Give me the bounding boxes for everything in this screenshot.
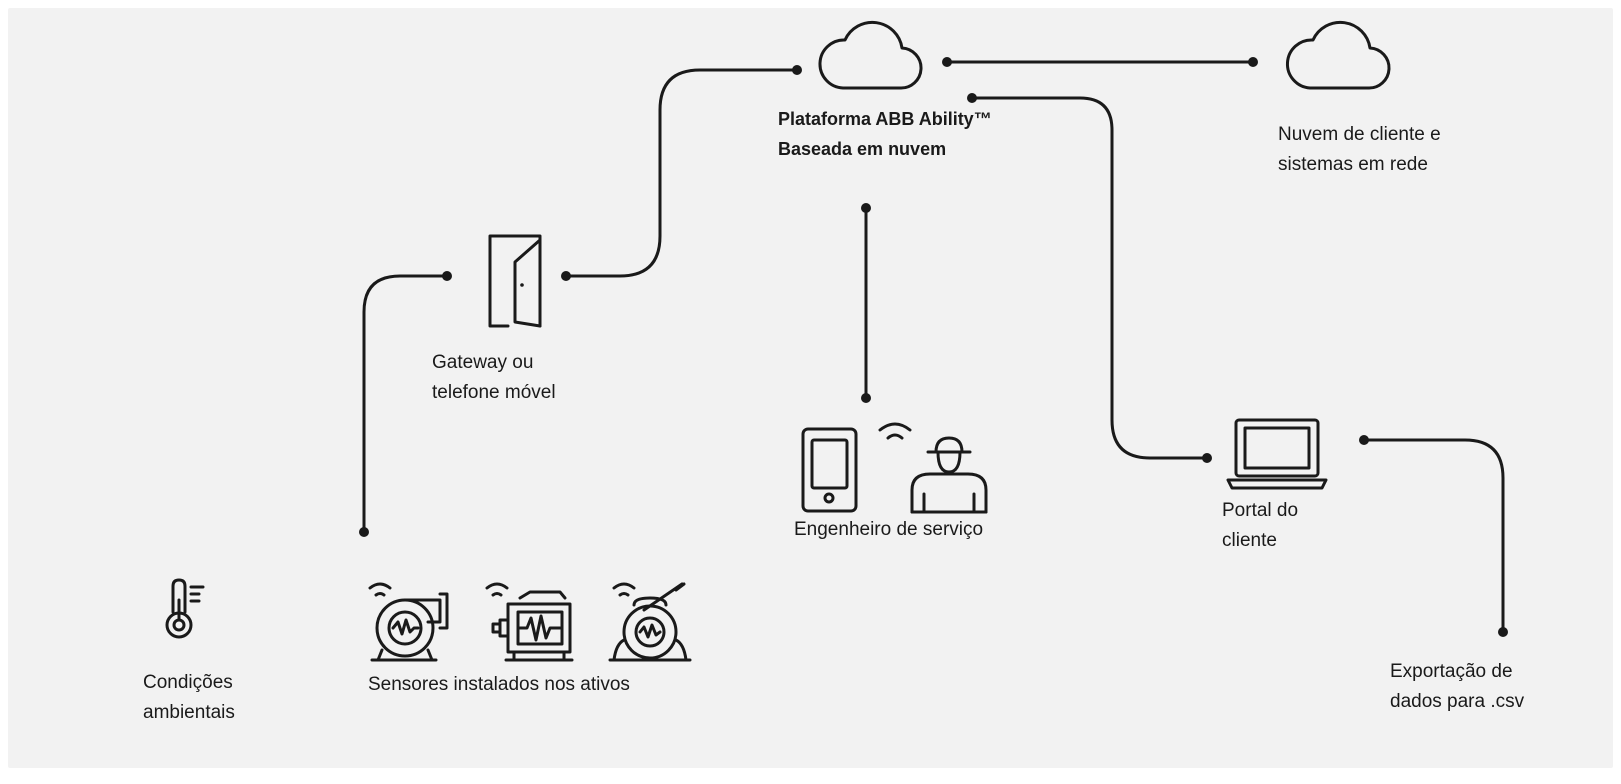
ambient-label-line2: ambientais (143, 702, 235, 723)
portal-label-line1: Portal do (1222, 500, 1299, 521)
engineer-icon (910, 436, 988, 514)
portal-label-line2: cliente (1222, 530, 1277, 551)
gateway-label-line2: telefone móvel (432, 382, 556, 403)
diagram-background (8, 8, 1613, 768)
platform-label-line2: Baseada em nuvem (778, 139, 947, 159)
cloud-icon (1285, 20, 1391, 90)
customer-cloud-label-line1: Nuvem de cliente e (1278, 124, 1441, 145)
connector-sensors-to-gateway (359, 271, 452, 537)
sensors-label: Sensores instalados nos ativos (368, 670, 630, 700)
csv-export-label-line1: Exportação de (1390, 661, 1513, 682)
csv-export-label: Exportação de dados para .csv (1390, 657, 1524, 717)
thermometer-icon (165, 578, 205, 639)
connector-platform-to-customer-cloud (942, 57, 1258, 67)
connector-gateway-to-platform (561, 65, 802, 281)
engineer-label: Engenheiro de serviço (794, 515, 983, 545)
ambient-label-line1: Condições (143, 672, 233, 693)
pump-sensor-icon (368, 582, 449, 662)
connector-portal-to-csv (1359, 435, 1508, 637)
door-gateway-icon (488, 234, 542, 328)
generator-sensor-icon (608, 582, 692, 662)
customer-cloud-label-line2: sistemas em rede (1278, 154, 1428, 175)
gateway-label: Gateway ou telefone móvel (432, 348, 556, 408)
platform-label-line1: Plataforma ABB Ability™ (778, 109, 992, 129)
connector-platform-to-portal (967, 93, 1212, 463)
ambient-label: Condições ambientais (143, 668, 235, 728)
sensors-label-text: Sensores instalados nos ativos (368, 674, 630, 695)
customer-cloud-label: Nuvem de cliente e sistemas em rede (1278, 120, 1441, 180)
gateway-label-line1: Gateway ou (432, 352, 534, 373)
motor-sensor-icon (485, 582, 574, 662)
engineer-label-text: Engenheiro de serviço (794, 519, 984, 540)
smartphone-icon (801, 427, 858, 513)
csv-export-label-line2: dados para .csv (1390, 691, 1525, 712)
cloud-icon (818, 20, 923, 90)
portal-label: Portal do cliente (1222, 496, 1298, 556)
connector-platform-to-engineer (861, 203, 871, 403)
platform-label: Plataforma ABB Ability™ Baseada em nuvem (778, 104, 992, 164)
laptop-icon (1226, 418, 1328, 490)
wifi-icon (878, 422, 912, 440)
